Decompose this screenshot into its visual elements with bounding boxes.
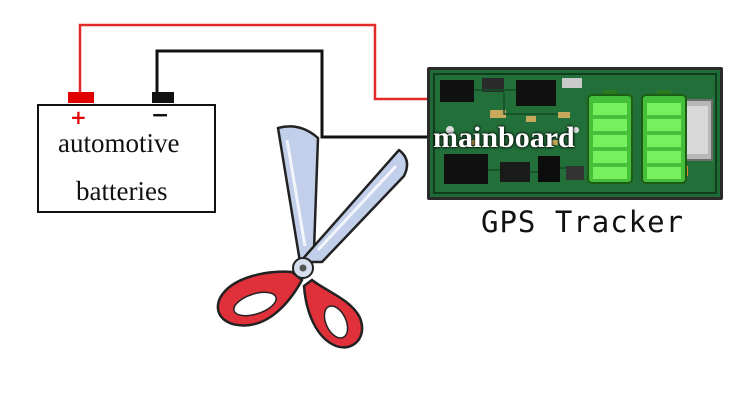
battery-level-icon (642, 90, 686, 183)
scissors-icon (218, 126, 407, 347)
battery-label-line1: automotive (58, 128, 179, 159)
positive-terminal (68, 92, 94, 103)
battery-label-line2: batteries (76, 176, 167, 207)
negative-sign: − (151, 104, 169, 126)
gps-tracker-caption: GPS Tracker (481, 205, 684, 239)
positive-sign: + (70, 107, 87, 127)
battery-level-icon (588, 90, 632, 183)
mainboard-label: mainboard (433, 121, 575, 155)
positive-wire (80, 25, 430, 99)
